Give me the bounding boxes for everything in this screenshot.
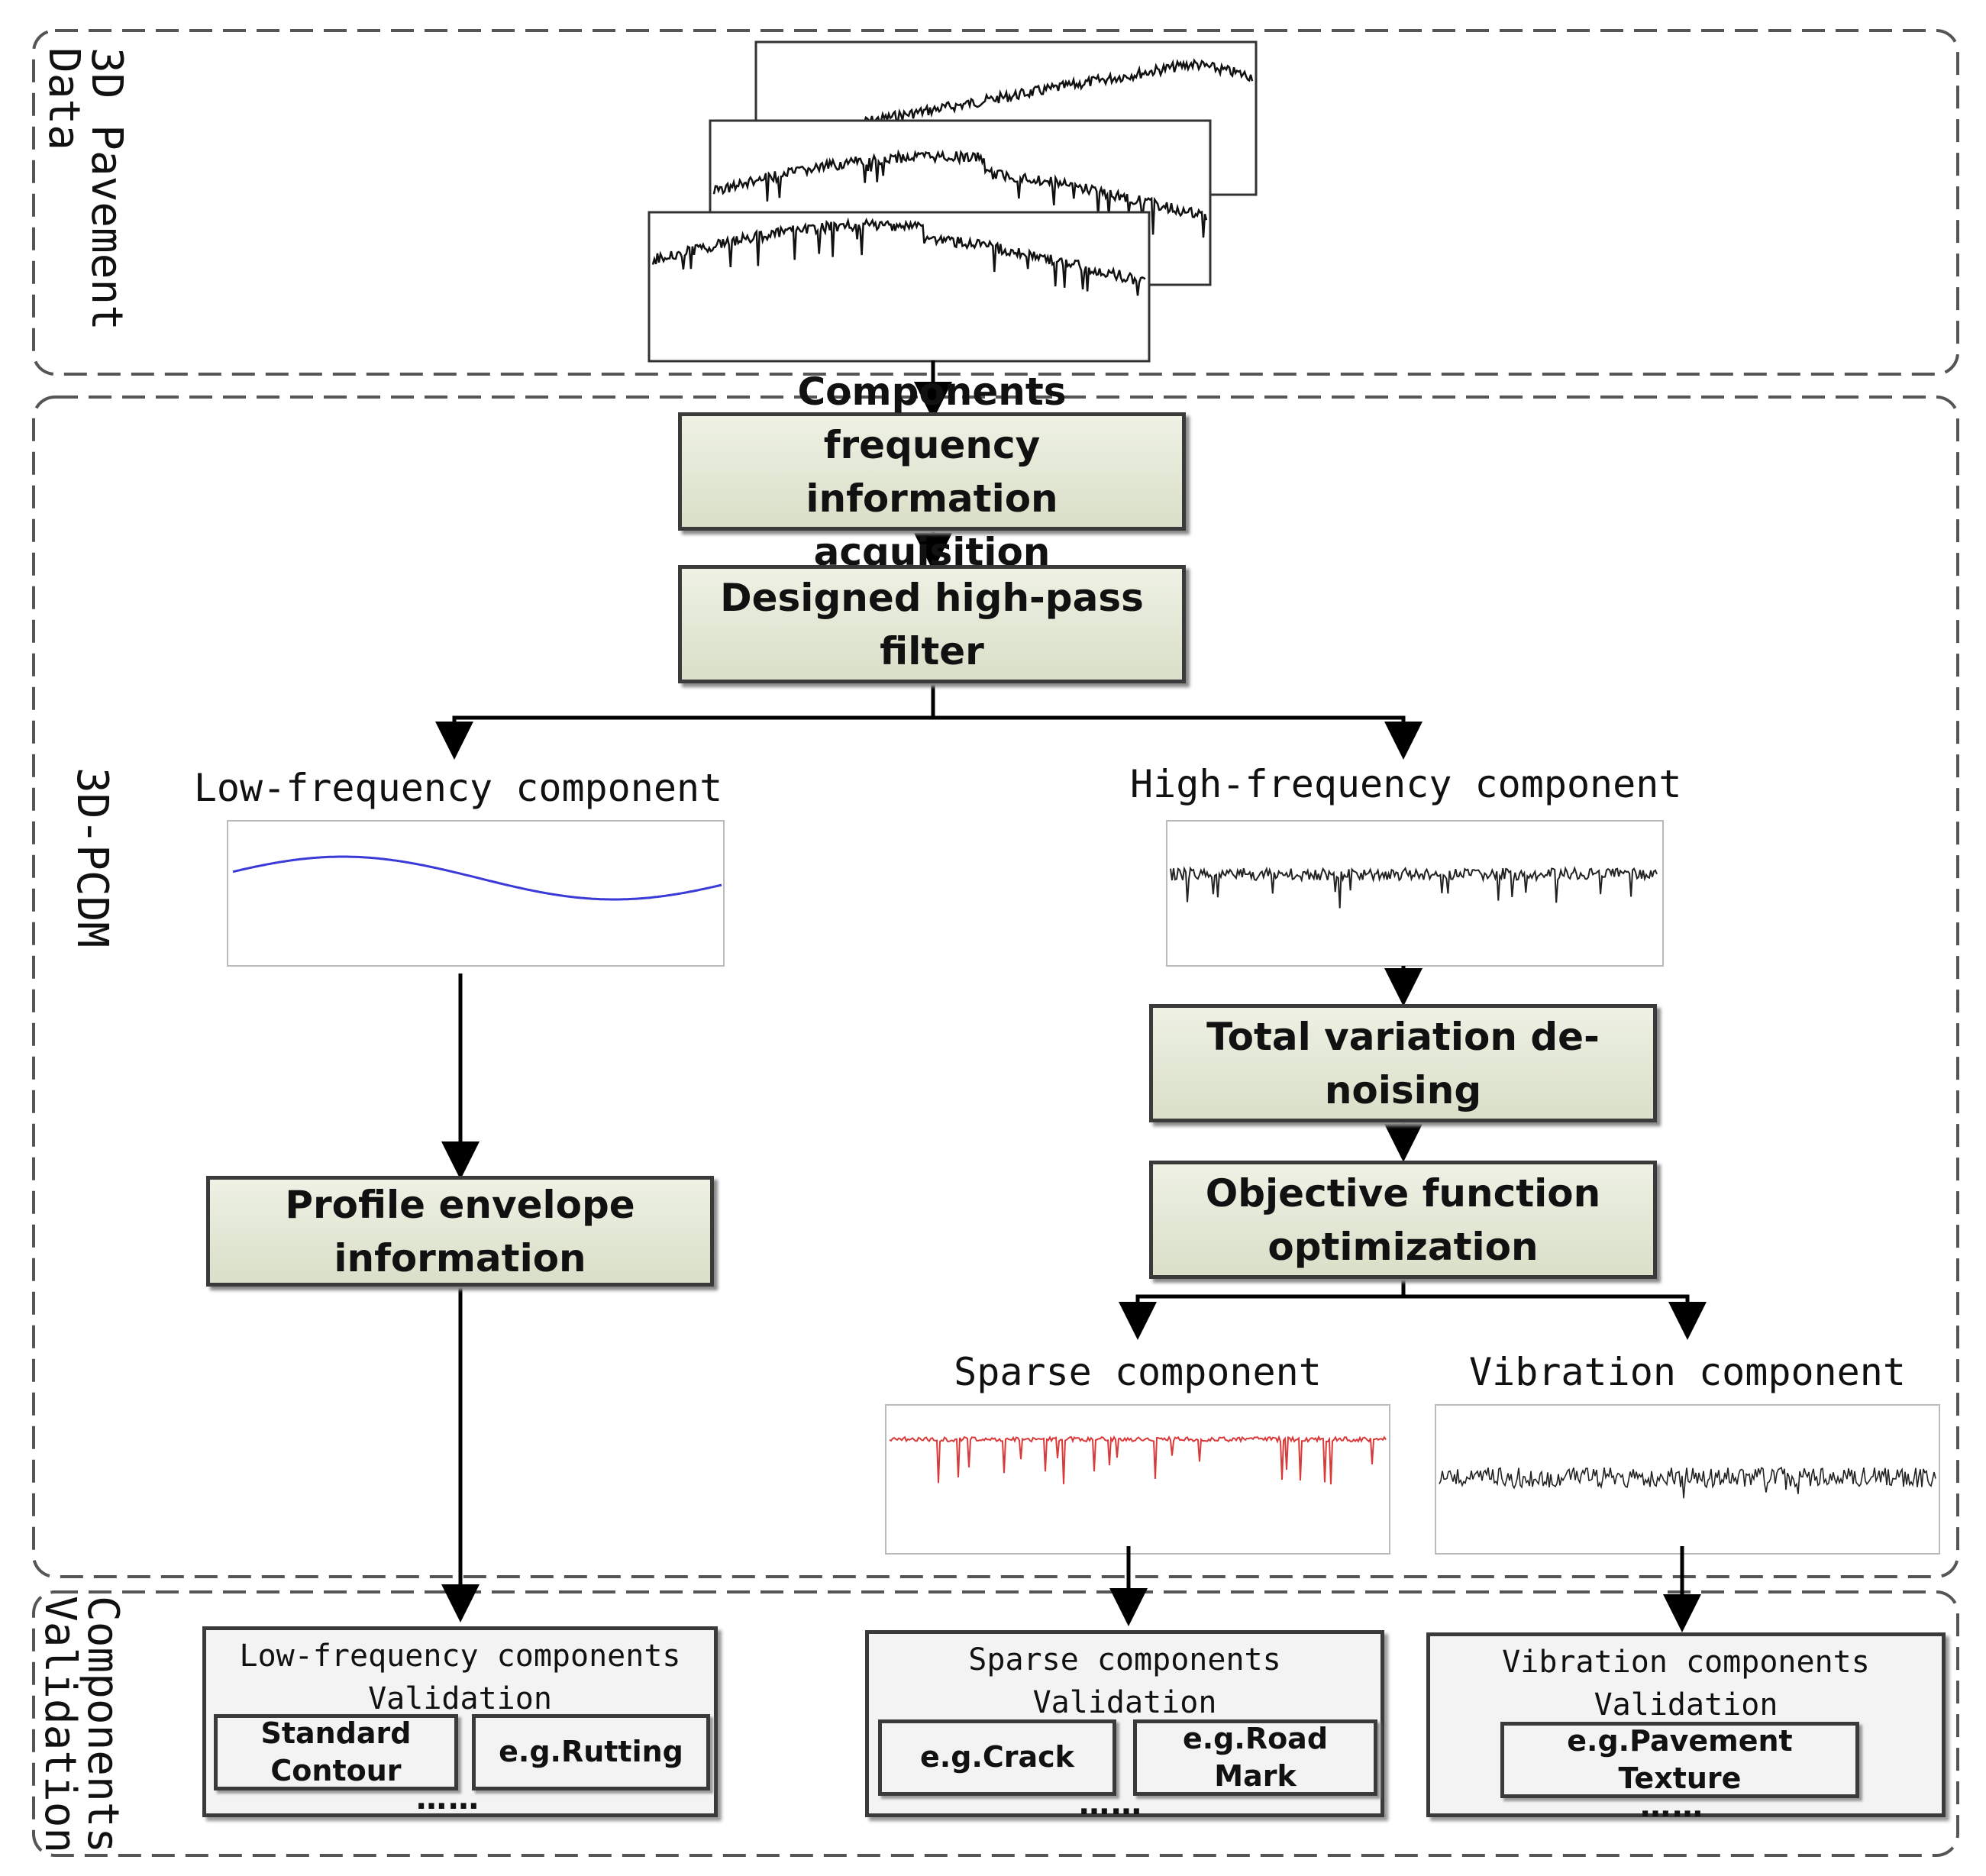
- filter-split-connector: [435, 683, 935, 760]
- vibration-validation-box: Vibration components Validation e.g.Pave…: [1426, 1632, 1946, 1824]
- vibration-component-title: Vibration component: [1469, 1350, 1906, 1394]
- low-frequency-validation-box: Low-frequency components Validation Stan…: [202, 1626, 718, 1817]
- pavement-profile-plot-front: [647, 211, 1151, 363]
- more-dots: ……: [416, 1781, 480, 1816]
- low-frequency-validation-title: Low-frequency components Validation: [239, 1639, 681, 1716]
- sparse-validation-box: Sparse components Validation e.g.Crack e…: [865, 1630, 1384, 1822]
- low-frequency-plot: [227, 820, 725, 967]
- envelope-box: Profile envelope information: [206, 1176, 714, 1287]
- acquisition-box: Components frequency information acquisi…: [678, 370, 1186, 574]
- sparse-validation-title: Sparse components Validation: [968, 1642, 1281, 1720]
- validation-section-frame: [32, 1590, 1959, 1857]
- sparse-component-plot: [885, 1404, 1390, 1555]
- objective-split-connector: [1119, 1279, 1406, 1340]
- rutting-example: e.g.Rutting: [472, 1714, 710, 1790]
- method-section-label: 3D-PCDM: [67, 767, 117, 948]
- standard-contour-example: Standard Contour: [214, 1714, 458, 1790]
- data-section-frame: [32, 29, 1959, 376]
- tv-denoise-box: Total variation de-noising: [1149, 1004, 1657, 1122]
- pavement-texture-example: e.g.Pavement Texture: [1500, 1722, 1859, 1798]
- highpass-filter-box: Designed high-pass filter: [678, 565, 1186, 683]
- vibration-component-plot: [1435, 1404, 1940, 1555]
- data-section-label: 3D Pavement Data: [39, 47, 131, 331]
- objective-box: Objective function optimization: [1149, 1161, 1657, 1279]
- validation-section-label: Components Validation: [35, 1596, 128, 1854]
- road-mark-example: e.g.Road Mark: [1133, 1719, 1377, 1796]
- high-frequency-plot: [1166, 820, 1664, 967]
- method-section-frame: [32, 396, 1959, 1578]
- filter-split-connector-right: [933, 715, 1422, 760]
- crack-example: e.g.Crack: [878, 1719, 1116, 1796]
- objective-split-connector-right: [1403, 1294, 1707, 1340]
- high-frequency-title: High-frequency component: [1130, 762, 1682, 806]
- sparse-component-title: Sparse component: [954, 1350, 1322, 1394]
- vibration-validation-title: Vibration components Validation: [1502, 1645, 1870, 1723]
- low-frequency-title: Low-frequency component: [193, 766, 723, 810]
- more-dots: ……: [1640, 1789, 1704, 1824]
- more-dots: ……: [1079, 1787, 1143, 1822]
